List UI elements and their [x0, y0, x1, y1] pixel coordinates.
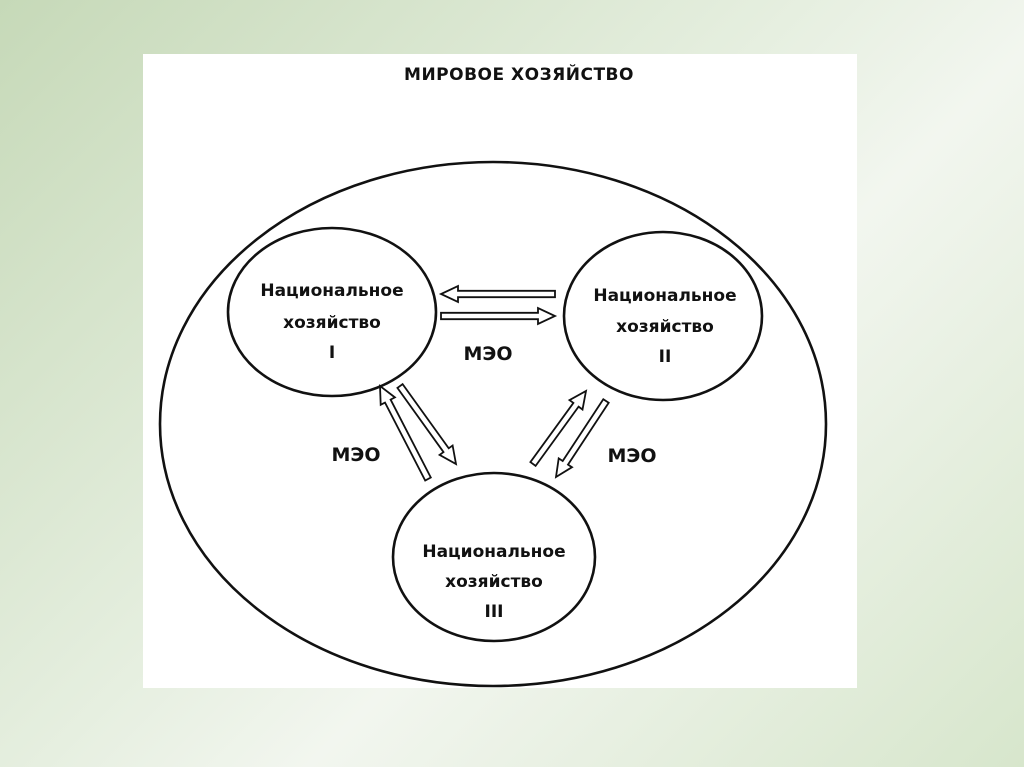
- diagram-title: МИРОВОЕ ХОЗЯЙСТВО: [404, 63, 634, 85]
- node-1-line-3: I: [329, 343, 335, 363]
- mutual-flow-arrows: [379, 284, 610, 482]
- node-1-circle: [226, 226, 438, 398]
- national-economy-node-2: Национальное хозяйство II: [562, 230, 764, 402]
- world-economy-diagram: МИРОВОЕ ХОЗЯЙСТВО Национальное хозяйство…: [158, 63, 828, 688]
- node-3-line-1: Национальное: [422, 542, 565, 562]
- arrow-n3-to-n1: [379, 384, 433, 482]
- node-3-line-3: III: [485, 602, 504, 622]
- arrow-n1-to-n3: [396, 382, 458, 466]
- arrow-n3-to-n2: [529, 389, 588, 468]
- national-economy-node-3: Национальное хозяйство III: [391, 471, 597, 643]
- world-economy-outer-circle: [158, 160, 828, 688]
- arrow-n2-to-n3: [554, 397, 610, 479]
- node-3-circle: [391, 471, 597, 643]
- edge-label-n1-n2: МЭО: [463, 343, 512, 365]
- node-1-line-2: хозяйство: [283, 313, 381, 333]
- arrow-n2-to-n1: [438, 284, 556, 304]
- edge-label-n1-n3: МЭО: [331, 444, 380, 466]
- national-economy-node-1: Национальное хозяйство I: [226, 226, 438, 398]
- edge-label-n2-n3: МЭО: [607, 445, 656, 467]
- node-1-line-1: Национальное: [260, 281, 403, 301]
- node-2-line-1: Национальное: [593, 286, 736, 306]
- arrow-n1-to-n2: [440, 306, 558, 326]
- node-2-circle: [562, 230, 764, 402]
- node-3-line-2: хозяйство: [445, 572, 543, 592]
- node-2-line-2: хозяйство: [616, 317, 714, 337]
- node-2-line-3: II: [659, 347, 672, 367]
